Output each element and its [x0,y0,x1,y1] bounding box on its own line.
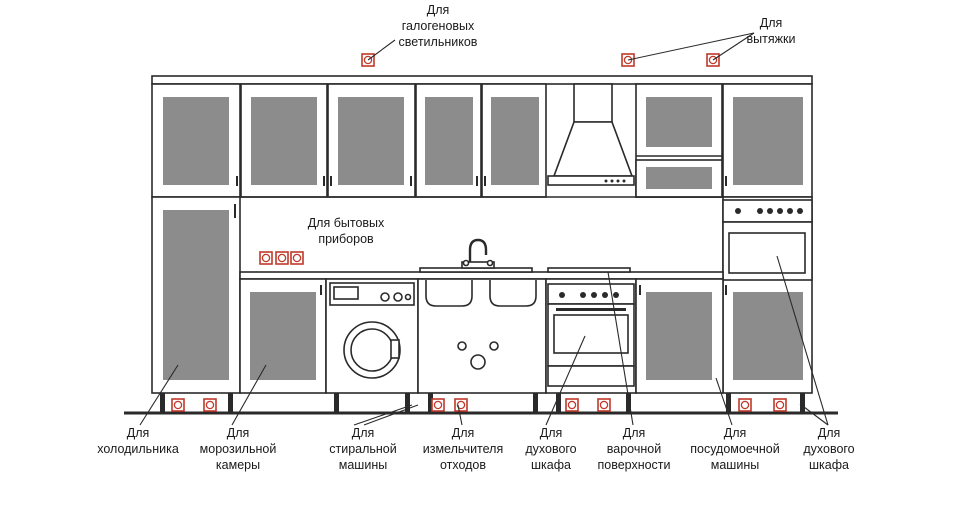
range-hood [547,83,635,186]
electrical-outlet-icon [597,398,611,412]
label-appliances-line-1: приборов [318,232,374,246]
freezer-door-panel [250,292,316,380]
electrical-outlet-icon [706,53,720,67]
freezer-handle [320,285,322,295]
electrical-outlet-icon [738,398,752,412]
faucet [468,238,488,268]
label-freezer-line-2: камеры [216,458,260,472]
label-oven1-line-0: Для [540,426,563,440]
label-dishwasher-line-2: машины [711,458,759,472]
electrical-outlet-icon [290,251,304,265]
hood-buttons [604,179,626,183]
label-fridge-line-1: холодильника [97,442,179,456]
label-halogen-line-2: светильников [399,35,478,49]
fridge-door-panel [163,210,229,380]
oven-handle [556,308,626,311]
upper-cabinet-glass [163,97,803,185]
oven-column-handle [725,285,727,295]
built-in-oven [547,283,635,387]
electrical-outlet-icon [275,251,289,265]
label-hob-line-1: варочной [607,442,661,456]
label-freezer-line-1: морозильной [200,442,277,456]
label-group: ДлягалогеновыхсветильниковДлявытяжкиДля … [97,3,854,472]
dishwasher-handle [639,285,641,295]
label-hood-line-0: Для [760,16,783,30]
label-halogen-line-1: галогеновых [402,19,475,33]
label-dishwasher-line-0: Для [724,426,747,440]
label-freezer-line-0: Для [227,426,250,440]
fridge-handle [234,204,236,218]
electrical-outlet-icon [171,398,185,412]
label-oven1-line-1: духового [525,442,576,456]
electrical-outlet-icon [431,398,445,412]
label-fridge-line-0: Для [127,426,150,440]
leader-lines [139,32,829,426]
label-hood-line-1: вытяжки [747,32,796,46]
label-washer-line-0: Для [352,426,375,440]
electrical-outlet-icon [259,251,273,265]
sink-cabinet [425,280,537,370]
lift-cabinet-glass [646,167,712,189]
label-oven2-line-2: шкафа [809,458,849,472]
label-disposer-line-0: Для [452,426,475,440]
cabinet-legs [160,393,805,413]
oven-column-knobs [735,208,803,214]
label-disposer-line-2: отходов [440,458,486,472]
electrical-outlet-icon [565,398,579,412]
label-washer-line-1: стиральной [329,442,397,456]
oven-column-lower-door [733,292,803,380]
label-hob-line-2: поверхности [597,458,670,472]
electrical-outlet-icon [203,398,217,412]
label-washer-line-2: машины [339,458,387,472]
upper-cabinet-handles [236,176,727,186]
label-oven1-line-2: шкафа [531,458,571,472]
built-in-oven-knobs [559,292,619,298]
faucet-base [461,259,495,269]
countertop [239,267,724,280]
label-halogen-line-0: Для [427,3,450,17]
dishwasher-door-panel [646,292,712,380]
electrical-outlet-icon [454,398,468,412]
label-disposer-line-1: измельчителя [423,442,504,456]
label-oven2-line-0: Для [818,426,841,440]
electrical-outlet-icon [773,398,787,412]
washing-machine [329,282,415,379]
socket-group [171,53,787,412]
label-dishwasher-line-1: посудомоечной [690,442,780,456]
label-hob-line-0: Для [623,426,646,440]
label-oven2-line-1: духового [803,442,854,456]
label-appliances-line-0: Для бытовых [308,216,385,230]
